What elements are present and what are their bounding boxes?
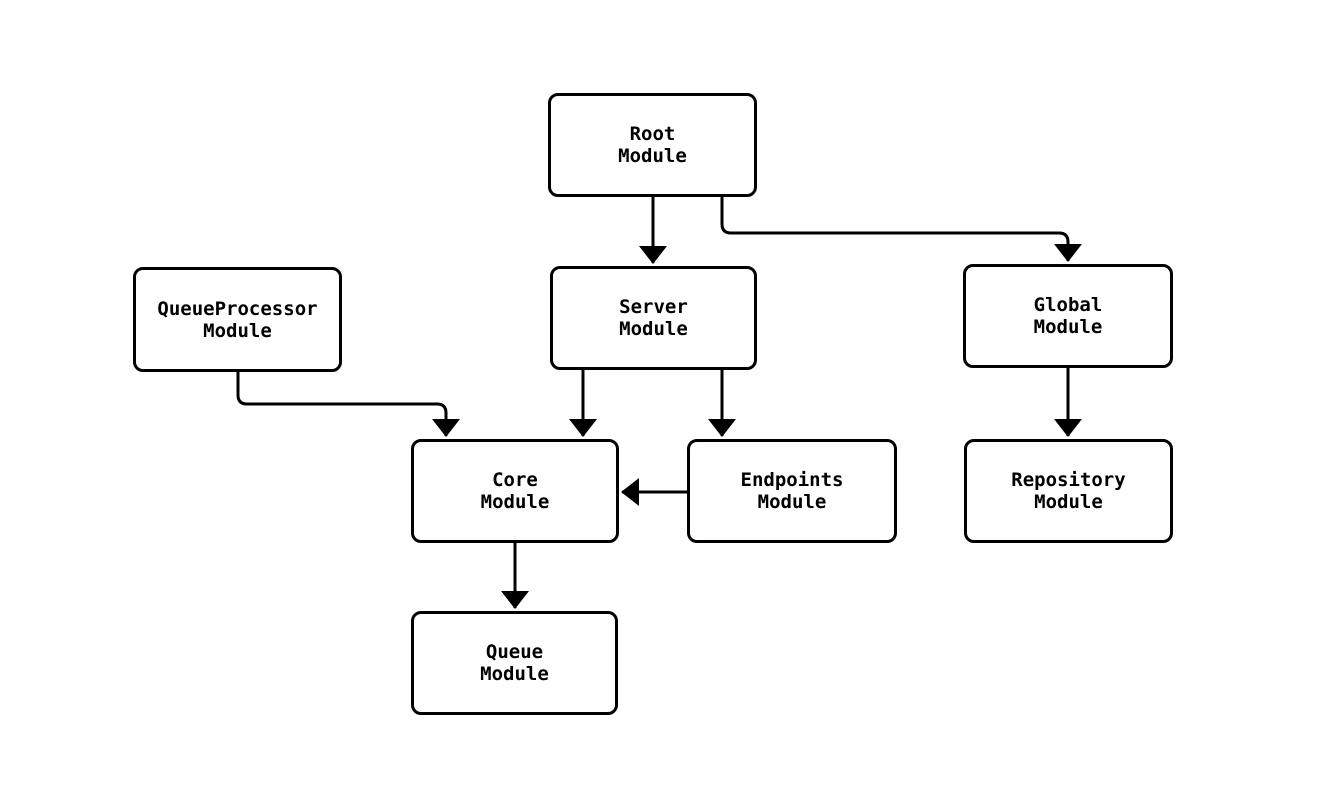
node-queueprocessor-module: QueueProcessor Module [133,267,342,372]
node-queue-module: Queue Module [411,611,618,715]
edge-queueprocessor-to-core [236,372,460,437]
edge-root-to-global [720,197,1082,262]
node-repository-module-label: Repository Module [1011,469,1126,513]
node-endpoints-module-label: Endpoints Module [740,469,844,513]
node-endpoints-module: Endpoints Module [687,439,897,543]
node-global-module: Global Module [963,264,1173,368]
node-core-module: Core Module [411,439,619,543]
node-queue-module-label: Queue Module [480,641,549,685]
node-root-module-label: Root Module [618,123,687,167]
node-repository-module: Repository Module [964,439,1173,543]
node-core-module-label: Core Module [480,469,550,513]
node-global-module-label: Global Module [1033,294,1103,338]
node-queueprocessor-module-label: QueueProcessor Module [157,297,318,342]
node-server-module-label: Server Module [619,296,688,340]
node-server-module: Server Module [550,266,757,370]
node-root-module: Root Module [548,93,757,197]
